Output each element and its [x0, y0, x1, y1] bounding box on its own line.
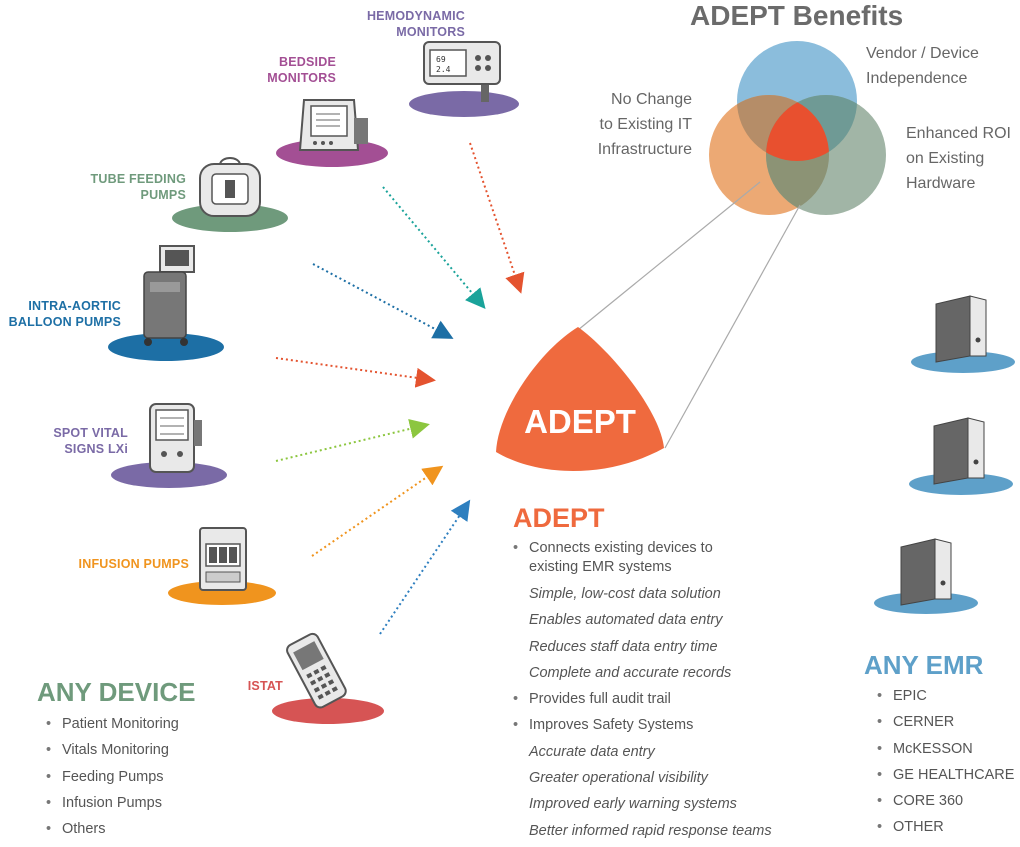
label-balloon-line-2: BALLOON PUMPS — [8, 315, 121, 329]
adept-sub-item: Reduces staff data entry time — [529, 638, 718, 655]
tube-feeding-device — [172, 157, 288, 232]
connector-line-right — [664, 204, 801, 449]
label-tube-feeding-pumps: TUBE FEEDING PUMPS — [60, 171, 186, 203]
emr-server-2 — [909, 417, 1013, 495]
label-tube-feeding-line-1: TUBE FEEDING — [90, 172, 186, 186]
any-emr-title: ANY EMR — [864, 650, 984, 680]
label-hemodynamic-line-2: MONITORS — [396, 25, 465, 39]
arrow-balloon — [275, 357, 436, 388]
label-tube-feeding-line-2: PUMPS — [140, 188, 186, 202]
emr-server-1 — [911, 295, 1015, 373]
benefit-roi-line-2: on Existing — [906, 150, 985, 167]
venn-diagram — [709, 41, 886, 215]
any-emr-list: EPIC CERNER McKESSON GE HEALTHCARE CORE … — [877, 686, 1014, 844]
adept-feature-line-1: Connects existing devices to — [529, 540, 713, 556]
benefit-no-change-line-3: Infrastructure — [597, 141, 692, 158]
any-device-item: Feeding Pumps — [46, 767, 179, 793]
arrows — [275, 142, 525, 635]
benefit-vendor: Vendor / Device Independence — [866, 41, 979, 91]
infusion-pump-icon — [199, 527, 247, 591]
label-istat: ISTAT — [220, 678, 283, 694]
spot-vital-device — [111, 403, 227, 488]
adept-sub-item: Better informed rapid response teams — [529, 822, 772, 839]
benefit-no-change-line-1: No Change — [611, 91, 692, 108]
adept-feature-item: Improves Safety Systems — [513, 715, 813, 741]
adept-sub-item: Improved early warning systems — [529, 796, 737, 813]
benefit-no-change: No Change to Existing IT Infrastructure — [570, 87, 692, 162]
arrow-bedside — [382, 186, 486, 310]
istat-device — [272, 632, 384, 724]
any-device-title: ANY DEVICE — [37, 677, 196, 707]
label-hemodynamic-line-1: HEMODYNAMIC — [366, 9, 465, 23]
arrow-infusion — [311, 465, 444, 557]
label-bedside-line-1: BEDSIDE — [279, 55, 336, 69]
any-device-item: Vitals Monitoring — [46, 740, 179, 766]
label-infusion-pumps: INFUSION PUMPS — [40, 556, 189, 572]
svg-text:69: 69 — [436, 55, 446, 64]
adept-feature-line-2: existing EMR systems — [529, 559, 672, 575]
adept-feature-item: Connects existing devices to existing EM… — [513, 539, 813, 577]
infusion-pump-device — [168, 527, 276, 605]
hemodynamic-monitor-device: 69 2.4 — [409, 41, 519, 117]
handheld-icon — [286, 632, 347, 709]
benefit-roi-line-1: Enhanced ROI — [906, 125, 1011, 142]
any-emr-item: CORE 360 — [877, 791, 1014, 817]
label-balloon-line-1: INTRA-AORTIC — [28, 299, 121, 313]
benefit-roi: Enhanced ROI on Existing Hardware — [906, 121, 1011, 196]
adept-hub — [496, 327, 664, 472]
balloon-pump-device — [108, 245, 224, 361]
server-icon — [900, 538, 952, 606]
adept-section-title: ADEPT — [513, 503, 605, 533]
label-spot-vital-line-1: SPOT VITAL — [53, 426, 128, 440]
label-spot-vital-line-2: SIGNS LXi — [64, 442, 128, 456]
any-emr-item: OTHER — [877, 817, 1014, 843]
server-icon — [935, 295, 987, 363]
adept-sub-item: Accurate data entry — [529, 743, 655, 760]
any-device-item: Others — [46, 819, 179, 845]
balloon-pump-icon — [143, 245, 195, 346]
any-emr-item: GE HEALTHCARE — [877, 765, 1014, 791]
label-bedside-monitors: BEDSIDE MONITORS — [230, 54, 336, 86]
any-emr-item: CERNER — [877, 712, 1014, 738]
connector-line-left — [577, 181, 761, 331]
adept-sub-item: Simple, low-cost data solution — [529, 586, 721, 602]
any-emr-item: McKESSON — [877, 739, 1014, 765]
benefit-vendor-line-2: Independence — [866, 70, 968, 87]
page-title: ADEPT Benefits — [690, 0, 904, 31]
bedside-monitor-device — [276, 99, 388, 167]
label-hemodynamic-monitors: HEMODYNAMIC MONITORS — [330, 8, 465, 40]
any-emr-item: EPIC — [877, 686, 1014, 712]
any-device-item: Patient Monitoring — [46, 714, 179, 740]
label-infusion-line-1: INFUSION PUMPS — [78, 557, 189, 571]
label-spot-vital-signs: SPOT VITAL SIGNS LXi — [20, 425, 128, 457]
benefit-no-change-line-2: to Existing IT — [599, 116, 692, 133]
arrow-hemodynamic — [469, 142, 525, 294]
label-balloon-pumps: INTRA-AORTIC BALLOON PUMPS — [0, 298, 121, 330]
monitor-icon: 69 2.4 — [423, 41, 501, 85]
any-device-item: Infusion Pumps — [46, 793, 179, 819]
arrow-istat — [379, 499, 471, 635]
adept-sub-item: Enables automated data entry — [529, 612, 723, 629]
arrow-tube-feeding — [312, 263, 454, 339]
vital-signs-icon — [149, 403, 202, 473]
arrow-vital — [275, 419, 430, 462]
adept-sub-item: Greater operational visibility — [529, 770, 708, 787]
server-icon — [933, 417, 985, 485]
bedside-monitor-icon — [298, 99, 368, 151]
adept-hub-label: ADEPT — [524, 403, 636, 440]
label-istat-line-1: ISTAT — [247, 679, 283, 693]
label-bedside-line-2: MONITORS — [267, 71, 336, 85]
adept-feature-item: Provides full audit trail — [513, 689, 813, 715]
benefit-roi-line-3: Hardware — [906, 175, 976, 192]
any-device-list: Patient Monitoring Vitals Monitoring Fee… — [46, 714, 179, 845]
benefit-vendor-line-1: Vendor / Device — [866, 45, 979, 62]
adept-sub-item: Complete and accurate records — [529, 664, 732, 681]
adept-feature-list: Connects existing devices to existing EM… — [513, 539, 813, 847]
feeding-pump-icon — [199, 157, 261, 217]
emr-server-3 — [874, 538, 978, 614]
svg-text:2.4: 2.4 — [436, 65, 451, 74]
